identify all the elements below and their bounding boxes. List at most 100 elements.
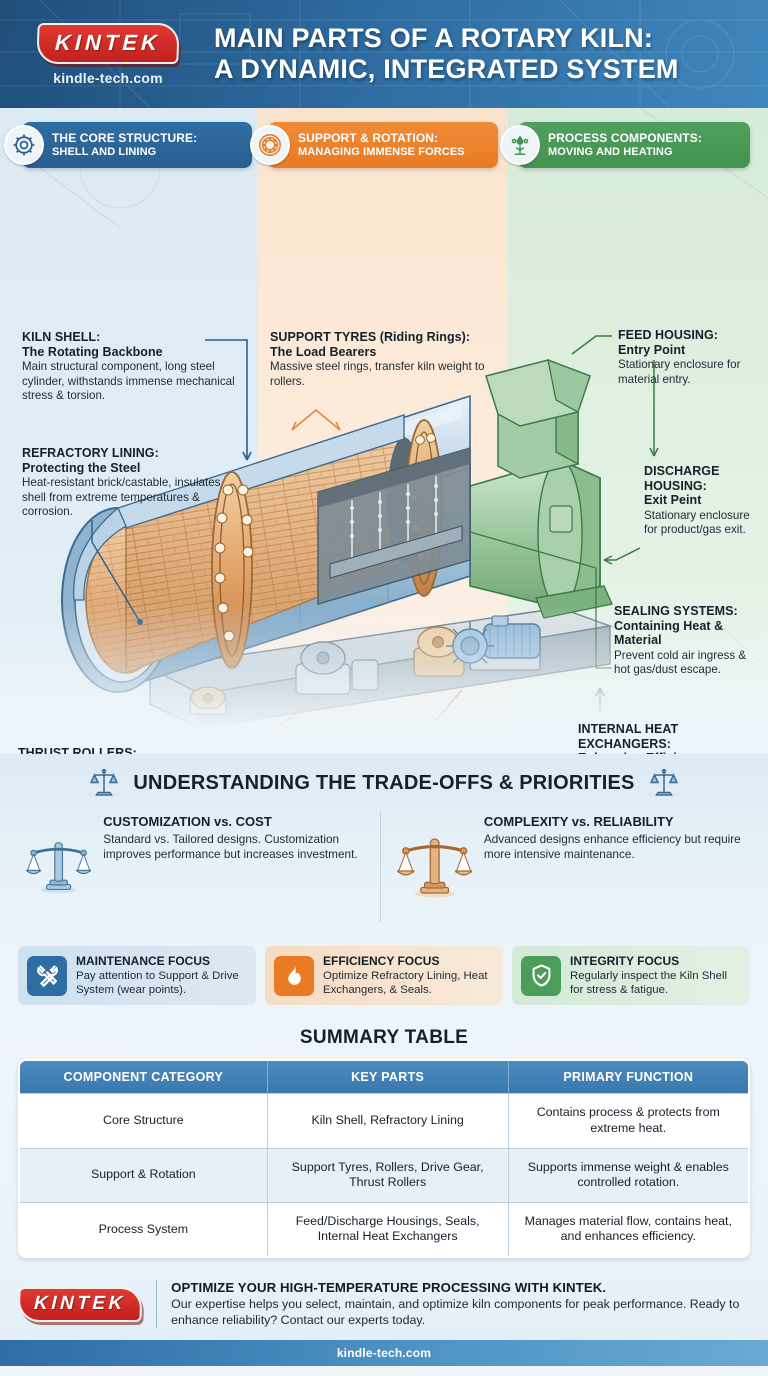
kintek-logo-text: KINTEK <box>54 29 162 55</box>
callout-internal-heat-exchangers: INTERNAL HEAT EXCHANGERS: Enhancing Effi… <box>578 722 764 754</box>
kintek-logo-footer[interactable]: KINTEK <box>17 1286 143 1322</box>
callout-title-1: KILN SHELL: <box>22 330 101 344</box>
brand-url: kindle-tech.com <box>53 69 163 86</box>
table-cell-category: Support & Rotation <box>20 1147 268 1203</box>
tradeoffs-title-row: UNDERSTANDING THE TRADE-OFFS & PRIORITIE… <box>0 768 768 798</box>
focus-card-body: Optimize Refractory Lining, Heat Exchang… <box>323 970 488 997</box>
focus-card-text: INTEGRITY FOCUS Regularly inspect the Ki… <box>570 954 741 997</box>
kintek-logo-text: KINTEK <box>33 1292 127 1314</box>
category-line2: MOVING AND HEATING <box>548 145 673 158</box>
callout-body: Massive steel rings, transfer kiln weigh… <box>270 360 485 388</box>
kintek-logo[interactable]: KINTEK <box>36 22 180 64</box>
cta-body: Our expertise helps you select, maintain… <box>171 1297 740 1327</box>
callout-thrust-rollers: THRUST ROLLERS: Maintaining Position Pre… <box>18 746 213 754</box>
table-cell-function: Manages material flow, contains heat, an… <box>508 1201 748 1257</box>
focus-card-title: MAINTENANCE FOCUS <box>76 954 210 968</box>
focus-card-title: INTEGRITY FOCUS <box>570 954 680 968</box>
page-title-line2: A DYNAMIC, INTEGRATED SYSTEM <box>214 54 679 84</box>
scales-icon <box>649 768 678 796</box>
table-row: Core Structure Kiln Shell, Refractory Li… <box>20 1093 748 1149</box>
kiln-diagram-section: THE CORE STRUCTURE: SHELL AND LINING SUP… <box>0 108 768 754</box>
callout-title-1: FEED HOUSING: <box>618 328 718 342</box>
callout-support-tyres: SUPPORT TYRES (Riding Rings): The Load B… <box>270 330 495 389</box>
callout-title-1: REFRACTORY LINING: <box>22 446 159 460</box>
callout-title-2: Entry Point <box>618 342 686 357</box>
tradeoff-card-complexity-vs-reliability: COMPLEXITY vs. RELIABILITY Advanced desi… <box>379 810 751 922</box>
summary-table: COMPONENT CATEGORY KEY PARTS PRIMARY FUN… <box>18 1059 750 1259</box>
callout-body: Stationary enclosure for product/gas exi… <box>644 508 750 537</box>
callout-body: Main structural component, long steel cy… <box>22 360 235 402</box>
callout-title-1: THRUST ROLLERS: <box>18 746 137 754</box>
tradeoff-card-customization-vs-cost: CUSTOMIZATION vs. COST Standard vs. Tail… <box>18 810 380 922</box>
category-bar-core-structure[interactable]: THE CORE STRUCTURE: SHELL AND LINING <box>4 122 252 168</box>
focus-card-efficiency[interactable]: EFFICIENCY FOCUS Optimize Refractory Lin… <box>265 946 503 1006</box>
bearing-icon <box>250 125 290 165</box>
table-cell-category: Core Structure <box>20 1093 268 1149</box>
table-header-primary-function: PRIMARY FUNCTION <box>508 1061 748 1094</box>
summary-table-section: SUMMARY TABLE COMPONENT CATEGORY KEY PAR… <box>0 1017 768 1271</box>
tradeoffs-grid: CUSTOMIZATION vs. COST Standard vs. Tail… <box>0 810 768 922</box>
table-header-component-category: COMPONENT CATEGORY <box>20 1061 268 1094</box>
tradeoff-body: Standard vs. Tailored designs. Customiza… <box>103 832 358 861</box>
cta-text: OPTIMIZE YOUR HIGH-TEMPERATURE PROCESSIN… <box>171 1280 750 1328</box>
callout-title-2: The Load Bearers <box>270 344 377 359</box>
focus-cards-row: MAINTENANCE FOCUS Pay attention to Suppo… <box>0 932 768 1018</box>
footer-bar: kindle-tech.com <box>0 1340 768 1367</box>
callout-title-2: Exit Peint <box>644 493 702 508</box>
tradeoffs-title: UNDERSTANDING THE TRADE-OFFS & PRIORITIE… <box>133 771 635 794</box>
focus-card-maintenance[interactable]: MAINTENANCE FOCUS Pay attention to Suppo… <box>18 946 256 1006</box>
callout-title-2: Enhancing Efficiency <box>578 751 705 754</box>
focus-card-text: EFFICIENCY FOCUS Optimize Refractory Lin… <box>323 954 494 997</box>
category-bar-process-components[interactable]: PROCESS COMPONENTS: MOVING AND HEATING <box>500 122 750 168</box>
tradeoff-title: COMPLEXITY vs. RELIABILITY <box>483 814 674 829</box>
callout-body: Stationary enclosure for material entry. <box>618 358 741 386</box>
callout-title-2: Containing Heat & Material <box>614 618 724 648</box>
category-bar-support-rotation[interactable]: SUPPORT & ROTATION: MANAGING IMMENSE FOR… <box>250 122 498 168</box>
scales-icon <box>90 768 119 796</box>
process-icon <box>500 125 540 165</box>
table-row: Support & Rotation Support Tyres, Roller… <box>20 1147 748 1203</box>
callout-discharge-housing: DISCHARGE HOUSING: Exit Peint Stationary… <box>644 464 764 538</box>
table-row: Process System Feed/Discharge Housings, … <box>20 1201 748 1257</box>
cta-section: KINTEK OPTIMIZE YOUR HIGH-TEMPERATURE PR… <box>0 1270 768 1341</box>
tradeoff-body: Advanced designs enhance efficiency but … <box>483 832 741 861</box>
callout-body: Heat-resistant brick/castable, insulates… <box>22 476 221 518</box>
tradeoff-text: COMPLEXITY vs. RELIABILITY Advanced desi… <box>484 814 742 862</box>
flame-icon <box>274 955 314 996</box>
table-header-key-parts: KEY PARTS <box>267 1061 509 1094</box>
shield-check-icon <box>521 955 561 996</box>
focus-card-integrity[interactable]: INTEGRITY FOCUS Regularly inspect the Ki… <box>512 946 750 1006</box>
category-label-support-rotation: SUPPORT & ROTATION: MANAGING IMMENSE FOR… <box>298 131 471 159</box>
page-title: MAIN PARTS OF A ROTARY KILN: A DYNAMIC, … <box>198 23 750 85</box>
table-header-row: COMPONENT CATEGORY KEY PARTS PRIMARY FUN… <box>20 1061 748 1094</box>
table-cell-key-parts: Feed/Discharge Housings, Seals, Internal… <box>267 1201 509 1257</box>
table-cell-category: Process System <box>20 1201 268 1257</box>
focus-card-body: Regularly inspect the Kiln Shell for str… <box>570 970 728 997</box>
tradeoffs-section: UNDERSTANDING THE TRADE-OFFS & PRIORITIE… <box>0 754 768 932</box>
diagram-bottom-fade <box>0 604 768 754</box>
category-line1: SUPPORT & ROTATION: <box>298 130 439 145</box>
cta-headline: OPTIMIZE YOUR HIGH-TEMPERATURE PROCESSIN… <box>171 1280 607 1296</box>
table-cell-key-parts: Support Tyres, Rollers, Drive Gear, Thru… <box>267 1147 509 1203</box>
callout-sealing-systems: SEALING SYSTEMS: Containing Heat & Mater… <box>614 604 764 678</box>
summary-table-head: COMPONENT CATEGORY KEY PARTS PRIMARY FUN… <box>20 1061 748 1094</box>
cta-divider <box>155 1280 158 1329</box>
discharge-housing-graphic <box>469 358 613 619</box>
page-header: KINTEK kindle-tech.com MAIN PARTS OF A R… <box>0 0 768 108</box>
page-title-line1: MAIN PARTS OF A ROTARY KILN: <box>214 23 654 54</box>
category-label-process-components: PROCESS COMPONENTS: MOVING AND HEATING <box>548 131 708 159</box>
callout-feed-housing: FEED HOUSING: Entry Point Stationary enc… <box>618 328 764 387</box>
table-cell-key-parts: Kiln Shell, Refractory Lining <box>267 1093 509 1149</box>
category-line2: MANAGING IMMENSE FORCES <box>298 145 465 158</box>
table-cell-function: Contains process & protects from extreme… <box>508 1093 748 1149</box>
category-label-core-structure: THE CORE STRUCTURE: SHELL AND LINING <box>52 131 203 159</box>
summary-table-title: SUMMARY TABLE <box>299 1027 469 1049</box>
internal-heat-exchanger-graphic <box>317 447 471 605</box>
tradeoff-title: CUSTOMIZATION vs. COST <box>103 814 272 829</box>
focus-card-title: EFFICIENCY FOCUS <box>323 954 440 968</box>
gear-icon <box>4 125 44 165</box>
footer-url: kindle-tech.com <box>336 1346 432 1361</box>
focus-card-text: MAINTENANCE FOCUS Pay attention to Suppo… <box>76 954 247 997</box>
callout-title-1: DISCHARGE HOUSING: <box>644 464 720 493</box>
callout-body: Prevent cold air ingress & hot gas/dust … <box>614 648 747 677</box>
